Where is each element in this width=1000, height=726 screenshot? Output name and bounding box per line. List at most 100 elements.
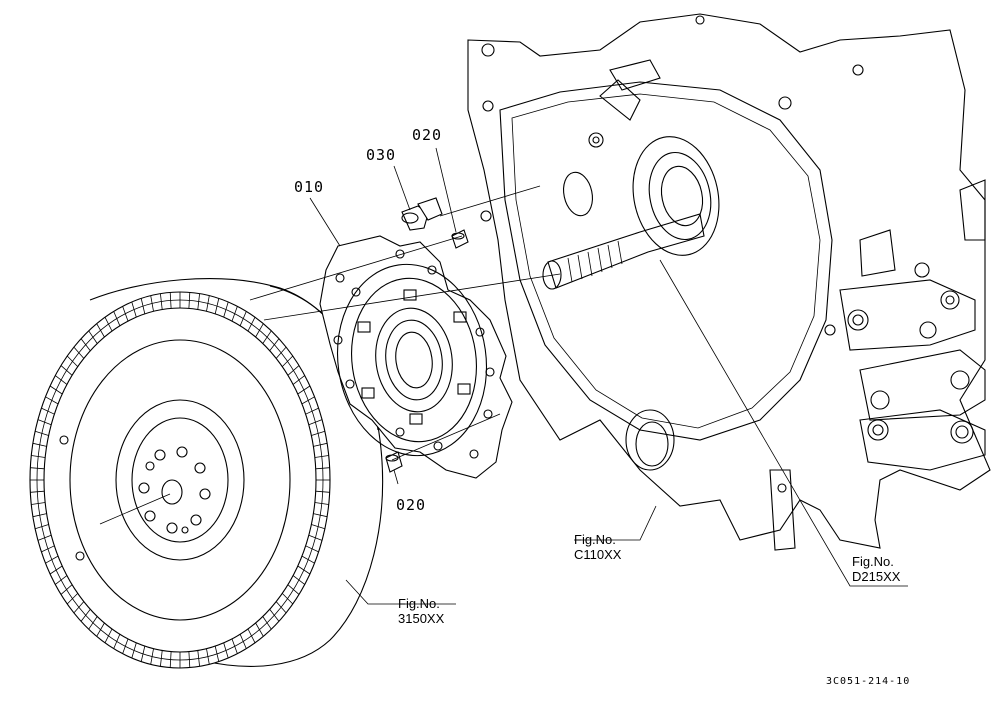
gear-tooth	[275, 601, 287, 614]
gear-tooth	[34, 524, 49, 530]
gear-tooth	[315, 490, 330, 493]
gear-tooth	[60, 584, 73, 595]
gear-tooth	[308, 534, 323, 541]
figure-ref-shaft-line1: Fig.No.	[852, 554, 894, 569]
gear-tooth	[140, 646, 146, 662]
gear-tooth	[66, 593, 78, 605]
callout-020-top: 020	[412, 126, 443, 144]
gear-tooth	[239, 311, 247, 326]
gear-tooth	[311, 430, 326, 436]
gear-tooth	[287, 365, 300, 376]
gear-tooth	[37, 534, 52, 541]
gear-tooth	[188, 292, 191, 309]
gear-tooth	[269, 609, 280, 622]
gear-tooth	[301, 396, 315, 405]
gear-tooth	[315, 467, 330, 470]
callout-020-bottom: 020	[396, 496, 427, 514]
figure-ref-shaft: Fig.No. D215XX	[852, 554, 900, 584]
gear-tooth	[49, 565, 63, 575]
figure-ref-flywheel: Fig.No. 3150XX	[398, 596, 444, 626]
gear-tooth	[301, 555, 315, 564]
gear-tooth	[314, 455, 329, 458]
gear-tooth	[255, 323, 264, 338]
gear-tooth	[282, 355, 294, 367]
gear-tooth	[287, 584, 300, 595]
gear-tooth	[55, 375, 68, 385]
gear-tooth	[269, 338, 280, 351]
gear-tooth	[122, 638, 129, 654]
document-id: 3C051-214-10	[826, 676, 911, 687]
bolt	[401, 197, 443, 231]
gear-tooth	[45, 555, 59, 564]
gear-tooth	[113, 311, 121, 326]
gear-tooth	[223, 642, 229, 659]
gear-tooth	[131, 301, 137, 318]
callout-010: 010	[294, 178, 325, 196]
gear-tooth	[297, 385, 311, 395]
gear-tooth	[206, 295, 210, 312]
gear-tooth	[247, 317, 256, 332]
gear-tooth	[231, 306, 238, 322]
gear-tooth	[31, 502, 46, 505]
gear-tooth	[160, 650, 163, 667]
dowel-pin-top	[451, 229, 469, 249]
figure-ref-flywheel-line1: Fig.No.	[398, 596, 440, 611]
gear-tooth	[305, 407, 319, 415]
gear-tooth	[30, 490, 45, 493]
gear-tooth	[37, 419, 52, 426]
gear-tooth	[305, 545, 319, 553]
gear-tooth	[308, 419, 323, 426]
gear-tooth	[292, 375, 305, 385]
gear-tooth	[104, 628, 113, 643]
gear-tooth	[113, 634, 121, 649]
gear-tooth	[131, 642, 137, 659]
gear-tooth	[292, 575, 305, 585]
gear-tooth	[88, 330, 98, 344]
gear-tooth	[247, 628, 256, 643]
gear-tooth	[122, 306, 129, 322]
callout-030: 030	[366, 146, 397, 164]
gear-tooth	[80, 609, 91, 622]
gear-tooth	[150, 295, 154, 312]
gear-tooth	[55, 575, 68, 585]
gear-tooth	[188, 651, 191, 668]
gear-tooth	[239, 634, 247, 649]
figure-ref-housing: Fig.No. C110XX	[574, 532, 621, 562]
gear-tooth	[313, 442, 328, 447]
gear-tooth	[32, 513, 47, 518]
gear-tooth	[73, 346, 85, 359]
clutch-housing	[467, 13, 991, 551]
gear-tooth	[197, 293, 200, 310]
gear-tooth	[32, 442, 47, 447]
gear-tooth	[262, 616, 272, 630]
gear-tooth	[140, 298, 146, 314]
gear-tooth	[88, 616, 98, 630]
gear-tooth	[49, 385, 63, 395]
gear-tooth	[31, 455, 46, 458]
gear-tooth	[150, 648, 154, 665]
gear-tooth	[30, 467, 45, 470]
gear-tooth	[314, 502, 329, 505]
input-shaft	[542, 213, 705, 290]
gear-tooth	[206, 648, 210, 665]
clutch-disc	[319, 235, 513, 479]
gear-tooth	[223, 301, 229, 318]
gear-tooth	[214, 646, 220, 662]
gear-tooth	[282, 593, 294, 605]
figure-ref-flywheel-line2: 3150XX	[398, 611, 445, 626]
dowel-pin-bottom	[385, 451, 403, 473]
gear-tooth	[297, 565, 311, 575]
figure-ref-shaft-line2: D215XX	[852, 569, 901, 584]
gear-tooth	[160, 293, 163, 310]
gear-tooth	[60, 365, 73, 376]
gear-tooth	[45, 396, 59, 405]
figure-ref-housing-line2: C110XX	[574, 547, 622, 562]
gear-tooth	[231, 638, 238, 654]
gear-tooth	[73, 601, 85, 614]
figure-ref-housing-line1: Fig.No.	[574, 532, 616, 547]
gear-tooth	[311, 524, 326, 530]
gear-tooth	[41, 407, 55, 415]
ring-gear-teeth	[30, 292, 330, 668]
gear-tooth	[214, 298, 220, 314]
